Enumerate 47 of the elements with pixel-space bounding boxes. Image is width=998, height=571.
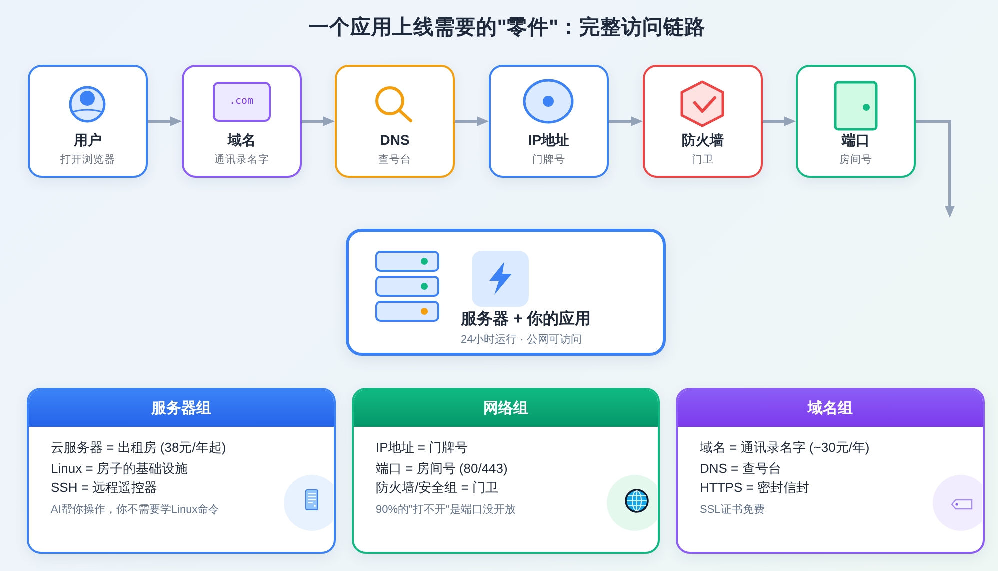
- step-title: 防火墙: [682, 131, 724, 149]
- step-caption: 通讯录名字: [214, 154, 270, 167]
- step-caption: 查号台: [378, 154, 412, 167]
- card-line: DNS = 查号台: [700, 460, 782, 476]
- card-line: 域名 = 通讯录名字 (~30元/年): [700, 440, 870, 456]
- arrow: [763, 116, 796, 126]
- step-caption: 打开浏览器: [60, 154, 116, 167]
- arrow: [302, 116, 335, 126]
- server-title: 服务器 + 你的应用: [461, 310, 592, 330]
- card-header: 服务器组: [29, 390, 334, 427]
- card-header: 域名组: [678, 390, 983, 427]
- server-card: [346, 229, 666, 356]
- step-title: 端口: [842, 131, 870, 149]
- step-caption: 门牌号: [532, 154, 566, 167]
- step-card: [182, 65, 302, 178]
- domain-tag: .com: [212, 82, 270, 122]
- card-line: Linux = 房子的基础设施: [51, 460, 188, 476]
- card-line: IP地址 = 门牌号: [376, 440, 468, 456]
- step-card: [335, 65, 455, 178]
- group-card: [27, 388, 336, 554]
- card-line: 防火墙/安全组 = 门卫: [376, 480, 498, 496]
- step-title: DNS: [380, 131, 410, 149]
- title: 一个应用上线需要的"零件"：完整访问链路: [308, 15, 706, 41]
- card-note: 90%的"打不开"是端口没开放: [376, 502, 516, 516]
- arrow: [455, 116, 489, 126]
- card-header: 网络组: [354, 390, 658, 427]
- step-card: [643, 65, 763, 178]
- card-line: HTTPS = 密封信封: [700, 480, 810, 496]
- card-line: SSH = 远程遥控器: [51, 480, 158, 496]
- step-caption: 门卫: [692, 154, 714, 167]
- step-title: 用户: [74, 131, 102, 149]
- card-note: AI帮你操作，你不需要学Linux命令: [51, 502, 220, 516]
- arrow: [916, 120, 955, 218]
- group-card: [676, 388, 985, 554]
- step-caption: 房间号: [840, 154, 872, 167]
- arrow: [609, 116, 643, 126]
- step-title: IP地址: [528, 131, 570, 149]
- card-line: 端口 = 房间号 (80/443): [376, 460, 508, 476]
- step-card: [489, 65, 609, 178]
- card-line: 云服务器 = 出租房 (38元/年起): [51, 440, 226, 456]
- card-note: SSL证书免费: [700, 502, 765, 516]
- group-card: [352, 388, 660, 554]
- step-title: 域名: [228, 131, 256, 149]
- arrow: [148, 116, 182, 126]
- step-card: [28, 65, 148, 178]
- step-card: [796, 65, 916, 178]
- server-caption: 24小时运行 · 公网可访问: [461, 333, 582, 347]
